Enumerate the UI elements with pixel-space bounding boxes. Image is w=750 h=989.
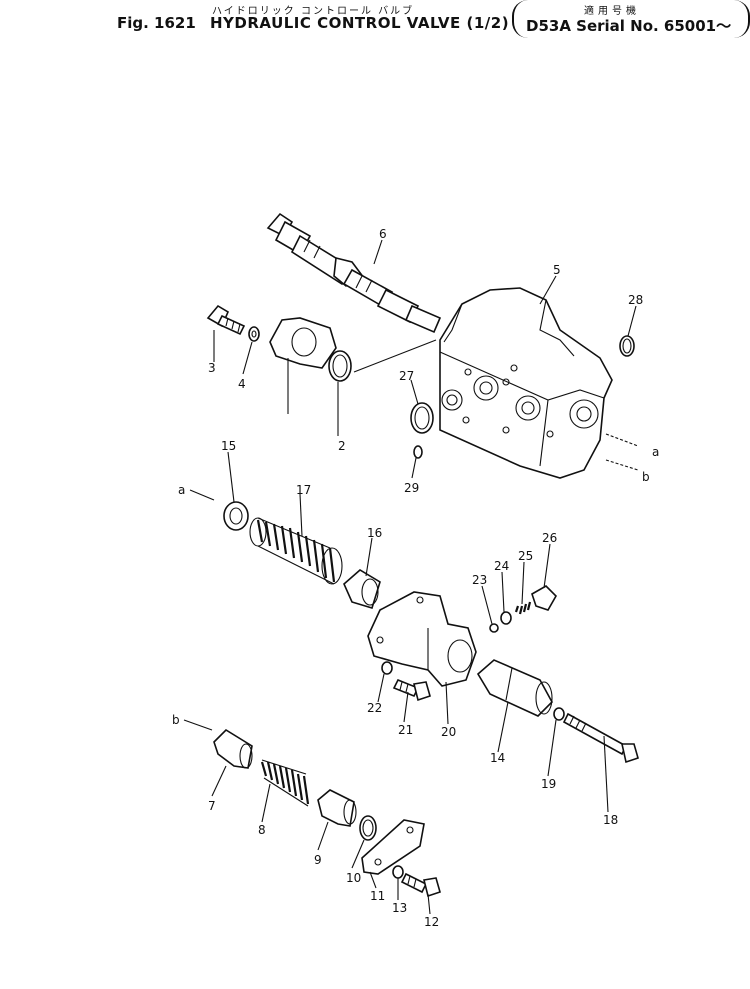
part-18-bolt[interactable] [562, 712, 639, 764]
part-11-cover[interactable] [361, 819, 425, 875]
port-label-a: a [178, 483, 185, 497]
port-arrows-upper [183, 433, 639, 731]
part-23-ball[interactable] [489, 623, 499, 633]
part-label: 2 [338, 439, 346, 453]
part-6-spool[interactable] [266, 212, 442, 334]
part-label: 4 [238, 377, 246, 391]
part-label: 29 [404, 481, 419, 495]
leader-lines [211, 239, 637, 915]
part-10-o-ring[interactable] [359, 815, 377, 841]
part-label: 20 [441, 725, 456, 739]
part-20-housing[interactable] [367, 591, 477, 687]
part-29-o-ring[interactable] [413, 445, 423, 459]
part-label: 17 [296, 483, 311, 497]
part-17-spring[interactable] [249, 517, 343, 585]
part-5-valve-body[interactable] [439, 287, 613, 479]
part-3-bolt[interactable] [206, 304, 246, 336]
part-label: 3 [208, 361, 216, 375]
part-22-washer[interactable] [381, 661, 393, 675]
part-8-spring[interactable] [260, 759, 310, 807]
part-12-bolt[interactable] [400, 872, 441, 898]
part-19-washer[interactable] [553, 707, 565, 721]
part-label: 14 [490, 751, 505, 765]
part-label: 10 [346, 871, 361, 885]
part-label: 18 [603, 813, 618, 827]
part-label: 26 [542, 531, 557, 545]
applicable-models-label: 適用号機 [584, 6, 640, 17]
part-25-spring[interactable] [514, 601, 532, 615]
part-label: 13 [392, 901, 407, 915]
part-label: 28 [628, 293, 643, 307]
part-label: 27 [399, 369, 414, 383]
part-15-spring-seat[interactable] [223, 501, 249, 531]
serial-box: 適用号機 D53A Serial No. 65001～ [512, 0, 750, 38]
part-label: 7 [208, 799, 216, 813]
japanese-title: ハイドロリック コントロール バルブ [212, 6, 415, 17]
part-label: 12 [424, 915, 439, 929]
page-header: ハイドロリック コントロール バルブ Fig. 1621 HYDRAULIC C… [0, 0, 750, 40]
part-4-washer[interactable] [248, 326, 260, 342]
part-label: 21 [398, 723, 413, 737]
part-9-piston[interactable] [317, 789, 357, 827]
part-7-cap[interactable] [213, 728, 253, 769]
part-labels: 2 3 4 5 6 7 8 9 10 11 12 13 14 15 16 17 … [208, 227, 643, 929]
part-label: 22 [367, 701, 382, 715]
part-14-piston[interactable] [476, 659, 553, 717]
part-label: 8 [258, 823, 266, 837]
part-16-sleeve[interactable] [343, 569, 381, 609]
part-label: 25 [518, 549, 533, 563]
part-label: 5 [553, 263, 561, 277]
part-28-o-ring[interactable] [619, 335, 635, 357]
part-label: 11 [370, 889, 385, 903]
serial-number: D53A Serial No. 65001～ [526, 17, 732, 35]
port-label-b: b [172, 713, 180, 727]
part-label: 16 [367, 526, 382, 540]
port-label-b: b [642, 470, 650, 484]
figure-title: HYDRAULIC CONTROL VALVE (1/2) [210, 14, 510, 32]
part-label: 24 [494, 559, 509, 573]
part-21-bolt[interactable] [392, 678, 431, 702]
part-label: 15 [221, 439, 236, 453]
part-26-plug[interactable] [531, 585, 557, 611]
part-label: 6 [379, 227, 387, 241]
part-2-o-ring[interactable] [328, 350, 352, 382]
part-label: 19 [541, 777, 556, 791]
flange[interactable] [269, 317, 337, 369]
figure-number: Fig. 1621 [117, 14, 196, 32]
part-24-seat[interactable] [500, 611, 512, 625]
port-label-a: a [652, 445, 659, 459]
part-13-washer[interactable] [392, 865, 404, 879]
port-labels: a b a b [172, 445, 659, 727]
part-label: 9 [314, 853, 322, 867]
part-label: 23 [472, 573, 487, 587]
part-27-o-ring[interactable] [410, 402, 434, 434]
